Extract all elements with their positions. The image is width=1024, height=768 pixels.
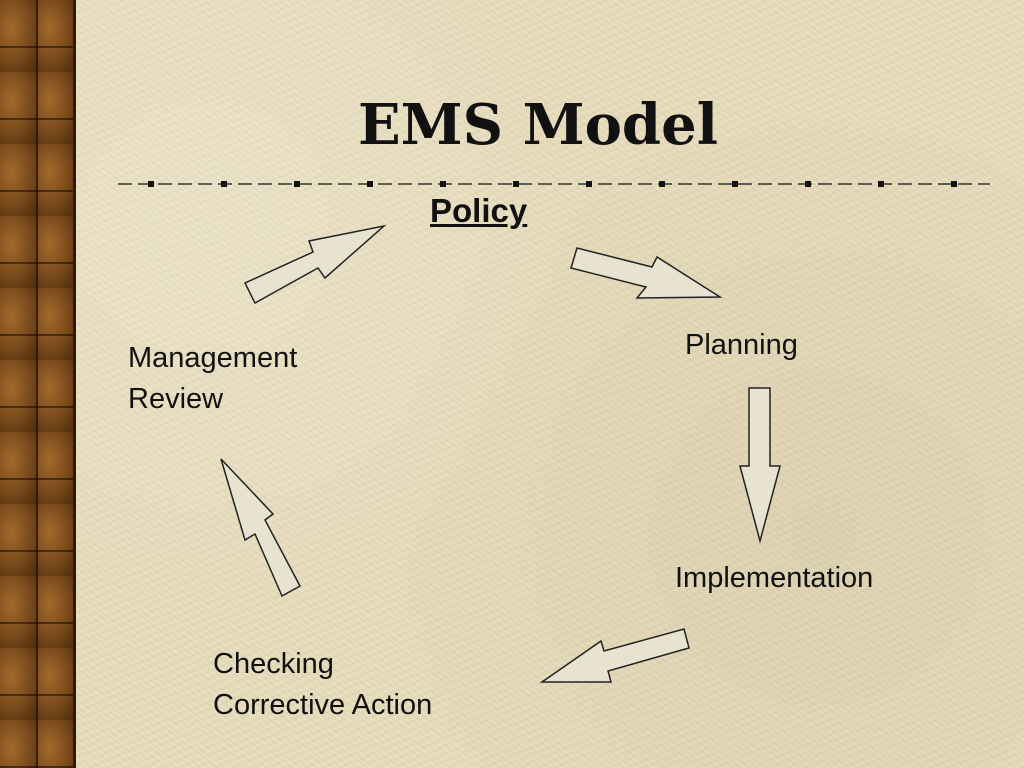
node-checking-line1: Checking xyxy=(213,648,334,680)
arrow-management-to-policy xyxy=(243,224,387,305)
node-checking-corrective-action: Checking Corrective Action xyxy=(213,644,513,726)
decorative-side-border xyxy=(0,0,76,768)
arrow-implementation-to-checking xyxy=(539,628,690,683)
title-divider xyxy=(118,181,990,187)
arrow-planning-to-implementation xyxy=(739,387,781,544)
arrow-policy-to-planning xyxy=(570,247,723,299)
node-checking-line2: Corrective Action xyxy=(213,689,433,721)
node-management-review: Management Review xyxy=(128,338,358,420)
node-management-line1: Management xyxy=(128,342,298,374)
node-management-line2: Review xyxy=(128,383,224,415)
slide-title: EMS Model xyxy=(357,92,718,158)
node-planning: Planning xyxy=(685,329,798,361)
node-policy: Policy xyxy=(430,192,528,229)
arrow-checking-to-management xyxy=(220,458,302,598)
node-implementation: Implementation xyxy=(675,562,874,594)
